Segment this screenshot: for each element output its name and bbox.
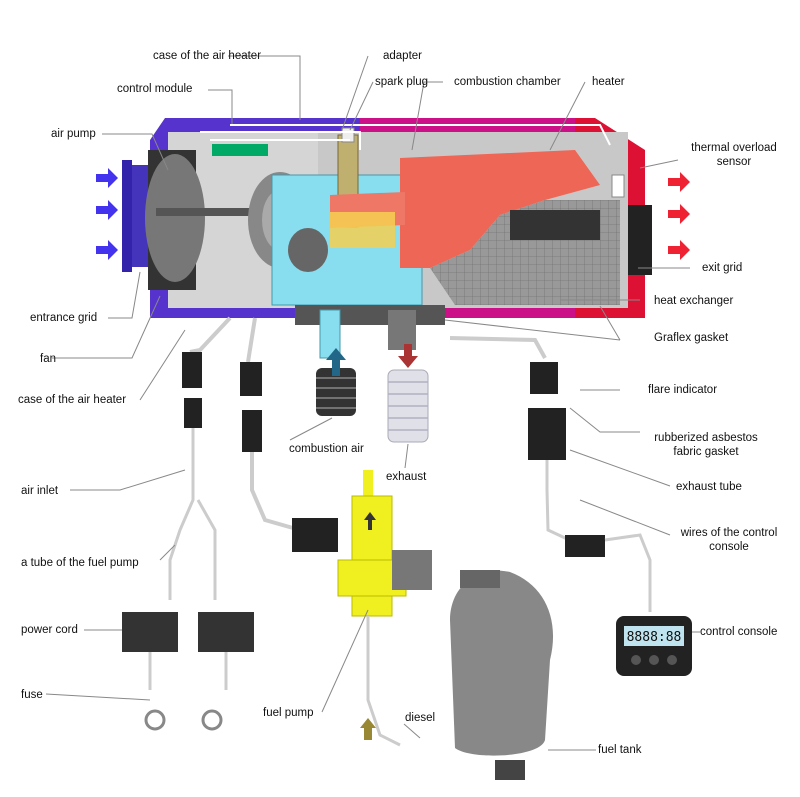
label-combustion-air: combustion air — [289, 443, 364, 455]
label-entrance-grid: entrance grid — [30, 312, 98, 324]
power-connector — [292, 518, 338, 552]
label-wires-line2: console — [709, 541, 749, 553]
label-case-bottom: case of the air heater — [18, 394, 127, 406]
console-display — [624, 626, 684, 646]
console-display-text: 8888:88 — [627, 630, 682, 645]
connector — [530, 362, 558, 394]
heater-housing — [122, 118, 652, 359]
label-thermal-overload-line1: thermal overload — [691, 142, 777, 154]
entrance-grid — [122, 160, 132, 272]
label-diesel: diesel — [405, 712, 436, 724]
label-air-pump: air pump — [51, 128, 96, 140]
label-exit-grid: exit grid — [702, 262, 743, 274]
label-air-inlet: air inlet — [21, 485, 59, 497]
exit-grid — [628, 205, 652, 275]
inlet-arrow — [96, 168, 118, 188]
connector — [240, 362, 262, 396]
console-button — [649, 655, 659, 665]
console-button — [631, 655, 641, 665]
label-wires-control-console: wires of the control console — [664, 526, 794, 554]
label-adapter: adapter — [383, 50, 423, 62]
label-thermal-overload: thermal overload sensor — [676, 141, 792, 169]
inlet-arrows — [96, 168, 118, 260]
connector — [565, 535, 605, 557]
inlet-arrow — [96, 240, 118, 260]
label-wires-line1: wires of the control — [680, 527, 778, 539]
label-control-console: control console — [700, 626, 778, 638]
label-power-cord: power cord — [21, 624, 78, 636]
label-control-module: control module — [117, 83, 193, 95]
label-fuel-tank: fuel tank — [598, 744, 642, 756]
combustion-air-hose — [316, 348, 356, 416]
label-rubberized-gasket: rubberized asbestos fabric gasket — [636, 431, 776, 459]
inlet-arrow — [96, 200, 118, 220]
label-case-top: case of the air heater — [153, 50, 262, 62]
fuse-block — [198, 612, 254, 652]
label-spark-plug: spark plug — [375, 76, 429, 88]
label-thermal-overload-line2: sensor — [716, 156, 752, 168]
outlet-arrow — [668, 204, 690, 224]
fuel-pump — [337, 470, 432, 747]
label-graflex-gasket: Graflex gasket — [654, 332, 729, 344]
left-wiring — [122, 316, 338, 731]
label-flare-indicator: flare indicator — [648, 384, 718, 396]
label-exhaust-tube: exhaust tube — [676, 481, 742, 493]
outlet-arrows — [668, 172, 690, 260]
console-button — [667, 655, 677, 665]
label-fuel-pump: fuel pump — [263, 707, 314, 719]
label-exhaust: exhaust — [386, 471, 427, 483]
label-fuel-pump-tube: a tube of the fuel pump — [21, 557, 139, 569]
label-rubberized-line1: rubberized asbestos — [654, 432, 758, 444]
fuel-pump-arrow — [364, 512, 376, 530]
outlet-arrow — [668, 172, 690, 192]
right-wiring — [449, 336, 652, 612]
diesel-arrow — [360, 718, 376, 740]
label-heater: heater — [592, 76, 625, 88]
connector — [182, 352, 202, 388]
heater-flame — [400, 150, 600, 268]
fuel-tank — [450, 570, 554, 780]
exhaust-arrow — [398, 344, 418, 368]
label-rubberized-line2: fabric gasket — [673, 446, 739, 458]
outlet-arrow — [668, 240, 690, 260]
label-combustion-chamber: combustion chamber — [454, 76, 561, 88]
control-console-device: 8888:88 — [616, 616, 692, 676]
exhaust-hose — [387, 344, 429, 443]
fuse-block — [122, 612, 178, 652]
leader-lines — [45, 55, 700, 751]
combustion-air-arrow — [326, 348, 346, 376]
label-fan: fan — [40, 353, 56, 365]
label-heat-exchanger: heat exchanger — [654, 295, 734, 307]
air-pump — [145, 154, 205, 282]
label-fuse: fuse — [21, 689, 43, 701]
